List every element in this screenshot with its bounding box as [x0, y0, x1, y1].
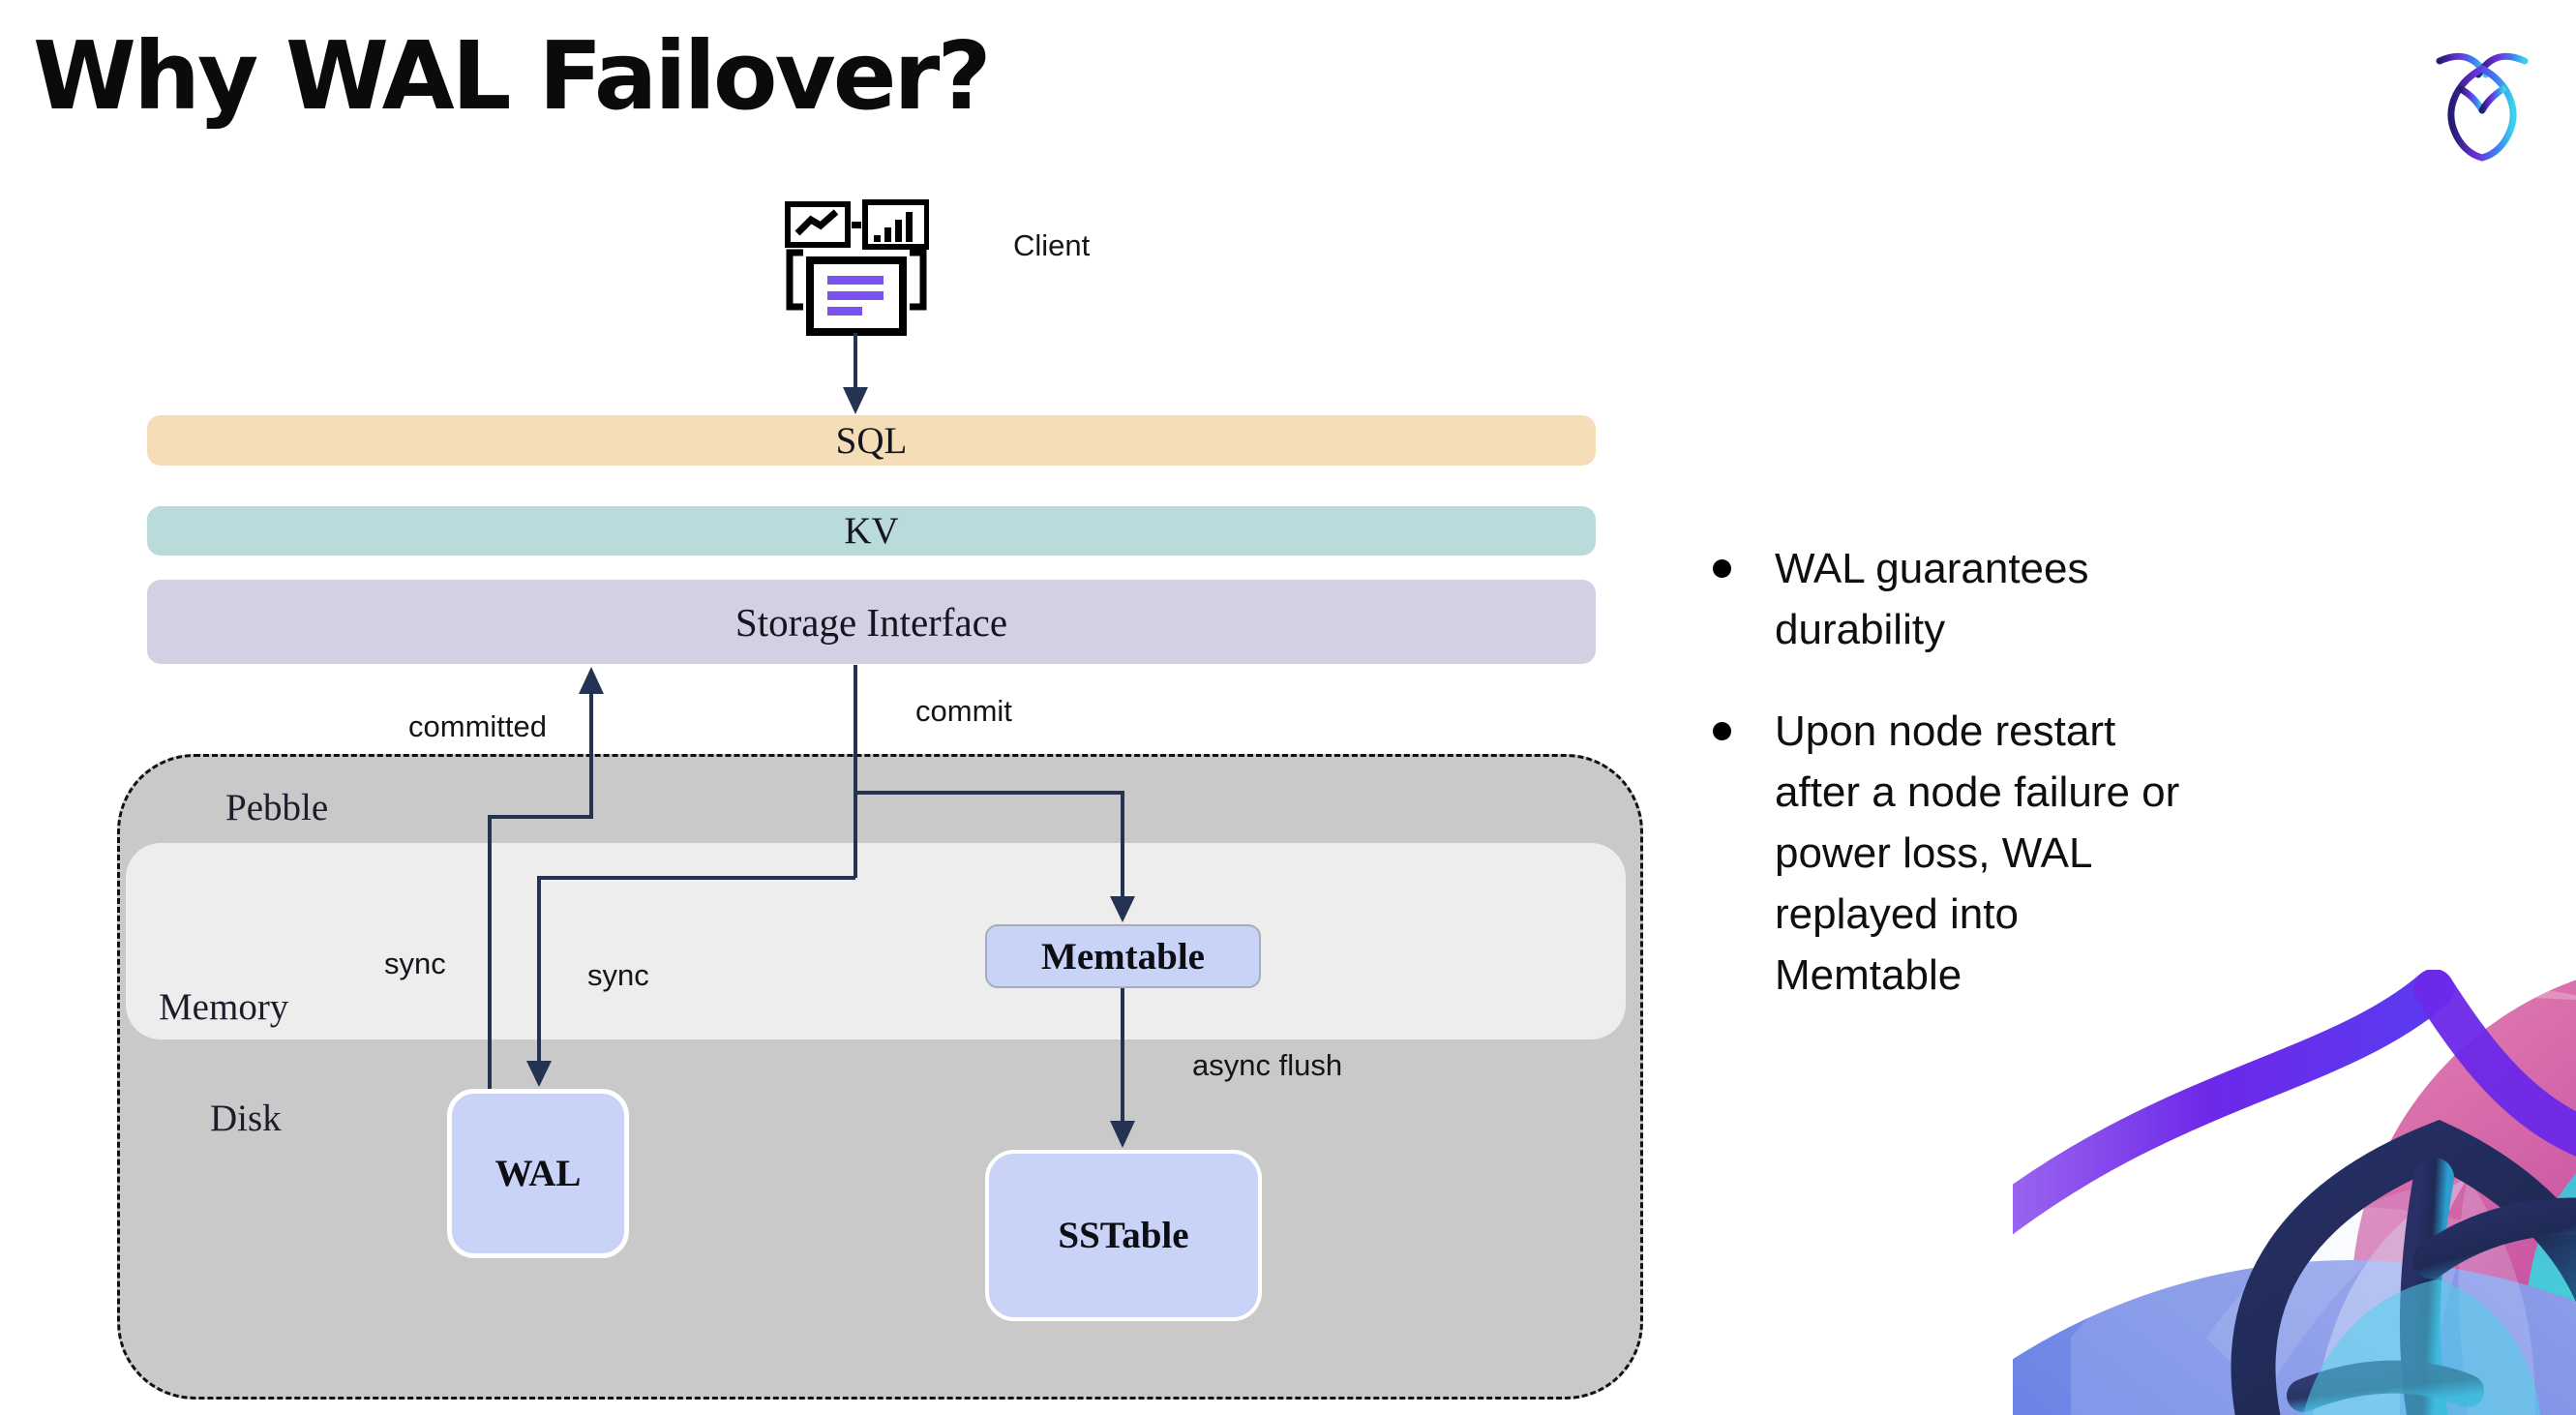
sql-layer-bar: SQL	[147, 415, 1596, 466]
sync-label-left: sync	[384, 947, 446, 980]
dash-glyph	[852, 222, 861, 228]
line-chart-icon	[785, 201, 851, 248]
brand-corner-art	[2013, 970, 2576, 1415]
memtable-box: Memtable	[985, 924, 1261, 988]
arrowhead	[579, 667, 604, 694]
page-title: Why WAL Failover?	[33, 21, 992, 131]
client-icon	[784, 198, 929, 336]
bracket-frame	[786, 249, 927, 311]
bullet-item: WAL guarantees durability	[1705, 538, 2208, 660]
sync-label-right: sync	[587, 958, 649, 992]
bar-chart-icon	[862, 199, 929, 250]
kv-layer-label: KV	[844, 510, 899, 552]
bullet-item: Upon node restart after a node failure o…	[1705, 701, 2208, 1006]
memtable-label: Memtable	[1041, 935, 1205, 978]
storage-interface-layer-bar: Storage Interface	[147, 580, 1596, 664]
cockroachdb-logo-icon	[2436, 48, 2529, 163]
wal-box: WAL	[447, 1089, 629, 1258]
client-label: Client	[1013, 228, 1091, 262]
commit-label: commit	[915, 694, 1012, 728]
memory-label: Memory	[159, 986, 289, 1028]
arrowhead	[843, 387, 868, 414]
pebble-label: Pebble	[225, 787, 329, 828]
wal-label: WAL	[494, 1153, 582, 1194]
sql-layer-label: SQL	[835, 419, 908, 462]
async-flush-label: async flush	[1192, 1048, 1343, 1082]
disk-label: Disk	[210, 1098, 282, 1139]
sstable-box: SSTable	[985, 1150, 1262, 1321]
sstable-label: SSTable	[1058, 1215, 1189, 1256]
committed-label: committed	[408, 709, 547, 743]
bullet-list: WAL guarantees durability Upon node rest…	[1705, 538, 2208, 1046]
kv-layer-bar: KV	[147, 506, 1596, 556]
memory-zone	[126, 843, 1626, 1039]
storage-interface-label: Storage Interface	[734, 599, 1008, 645]
